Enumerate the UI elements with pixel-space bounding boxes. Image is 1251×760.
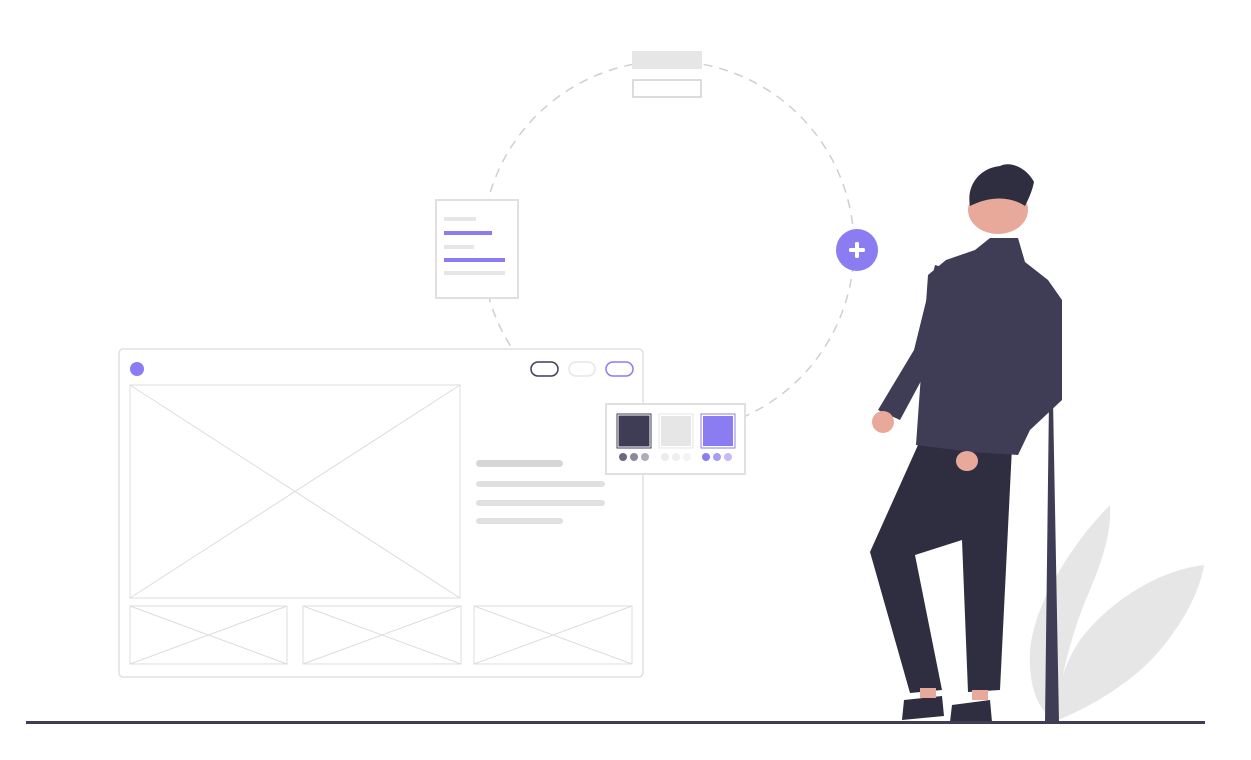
window-toggle-buttons: [530, 361, 634, 377]
floating-header-card: [632, 51, 702, 98]
plus-icon: [849, 242, 865, 258]
thumbnail-placeholder-2: [302, 605, 462, 665]
swatch-dots-dark: [619, 453, 649, 461]
floating-text-card: [435, 199, 519, 299]
wireframe-window: [118, 348, 644, 678]
toggle-dark[interactable]: [530, 361, 559, 377]
add-button[interactable]: [836, 229, 878, 271]
swatch-light[interactable]: [661, 416, 691, 446]
text-block-lines: [476, 460, 605, 524]
color-palette-card: [605, 403, 746, 475]
window-dot: [130, 362, 144, 376]
swatch-dots-accent: [702, 453, 732, 461]
thumbnail-placeholder-3: [473, 605, 633, 665]
swatch-dots-light: [661, 453, 691, 461]
toggle-light[interactable]: [568, 361, 596, 377]
ground-line: [26, 721, 1205, 724]
thumbnail-placeholder-1: [129, 605, 288, 665]
swatch-accent[interactable]: [703, 416, 733, 446]
image-placeholder-icon: [129, 384, 461, 599]
toggle-accent[interactable]: [605, 361, 634, 377]
standing-person: [870, 164, 1062, 722]
swatch-dark[interactable]: [618, 415, 650, 447]
